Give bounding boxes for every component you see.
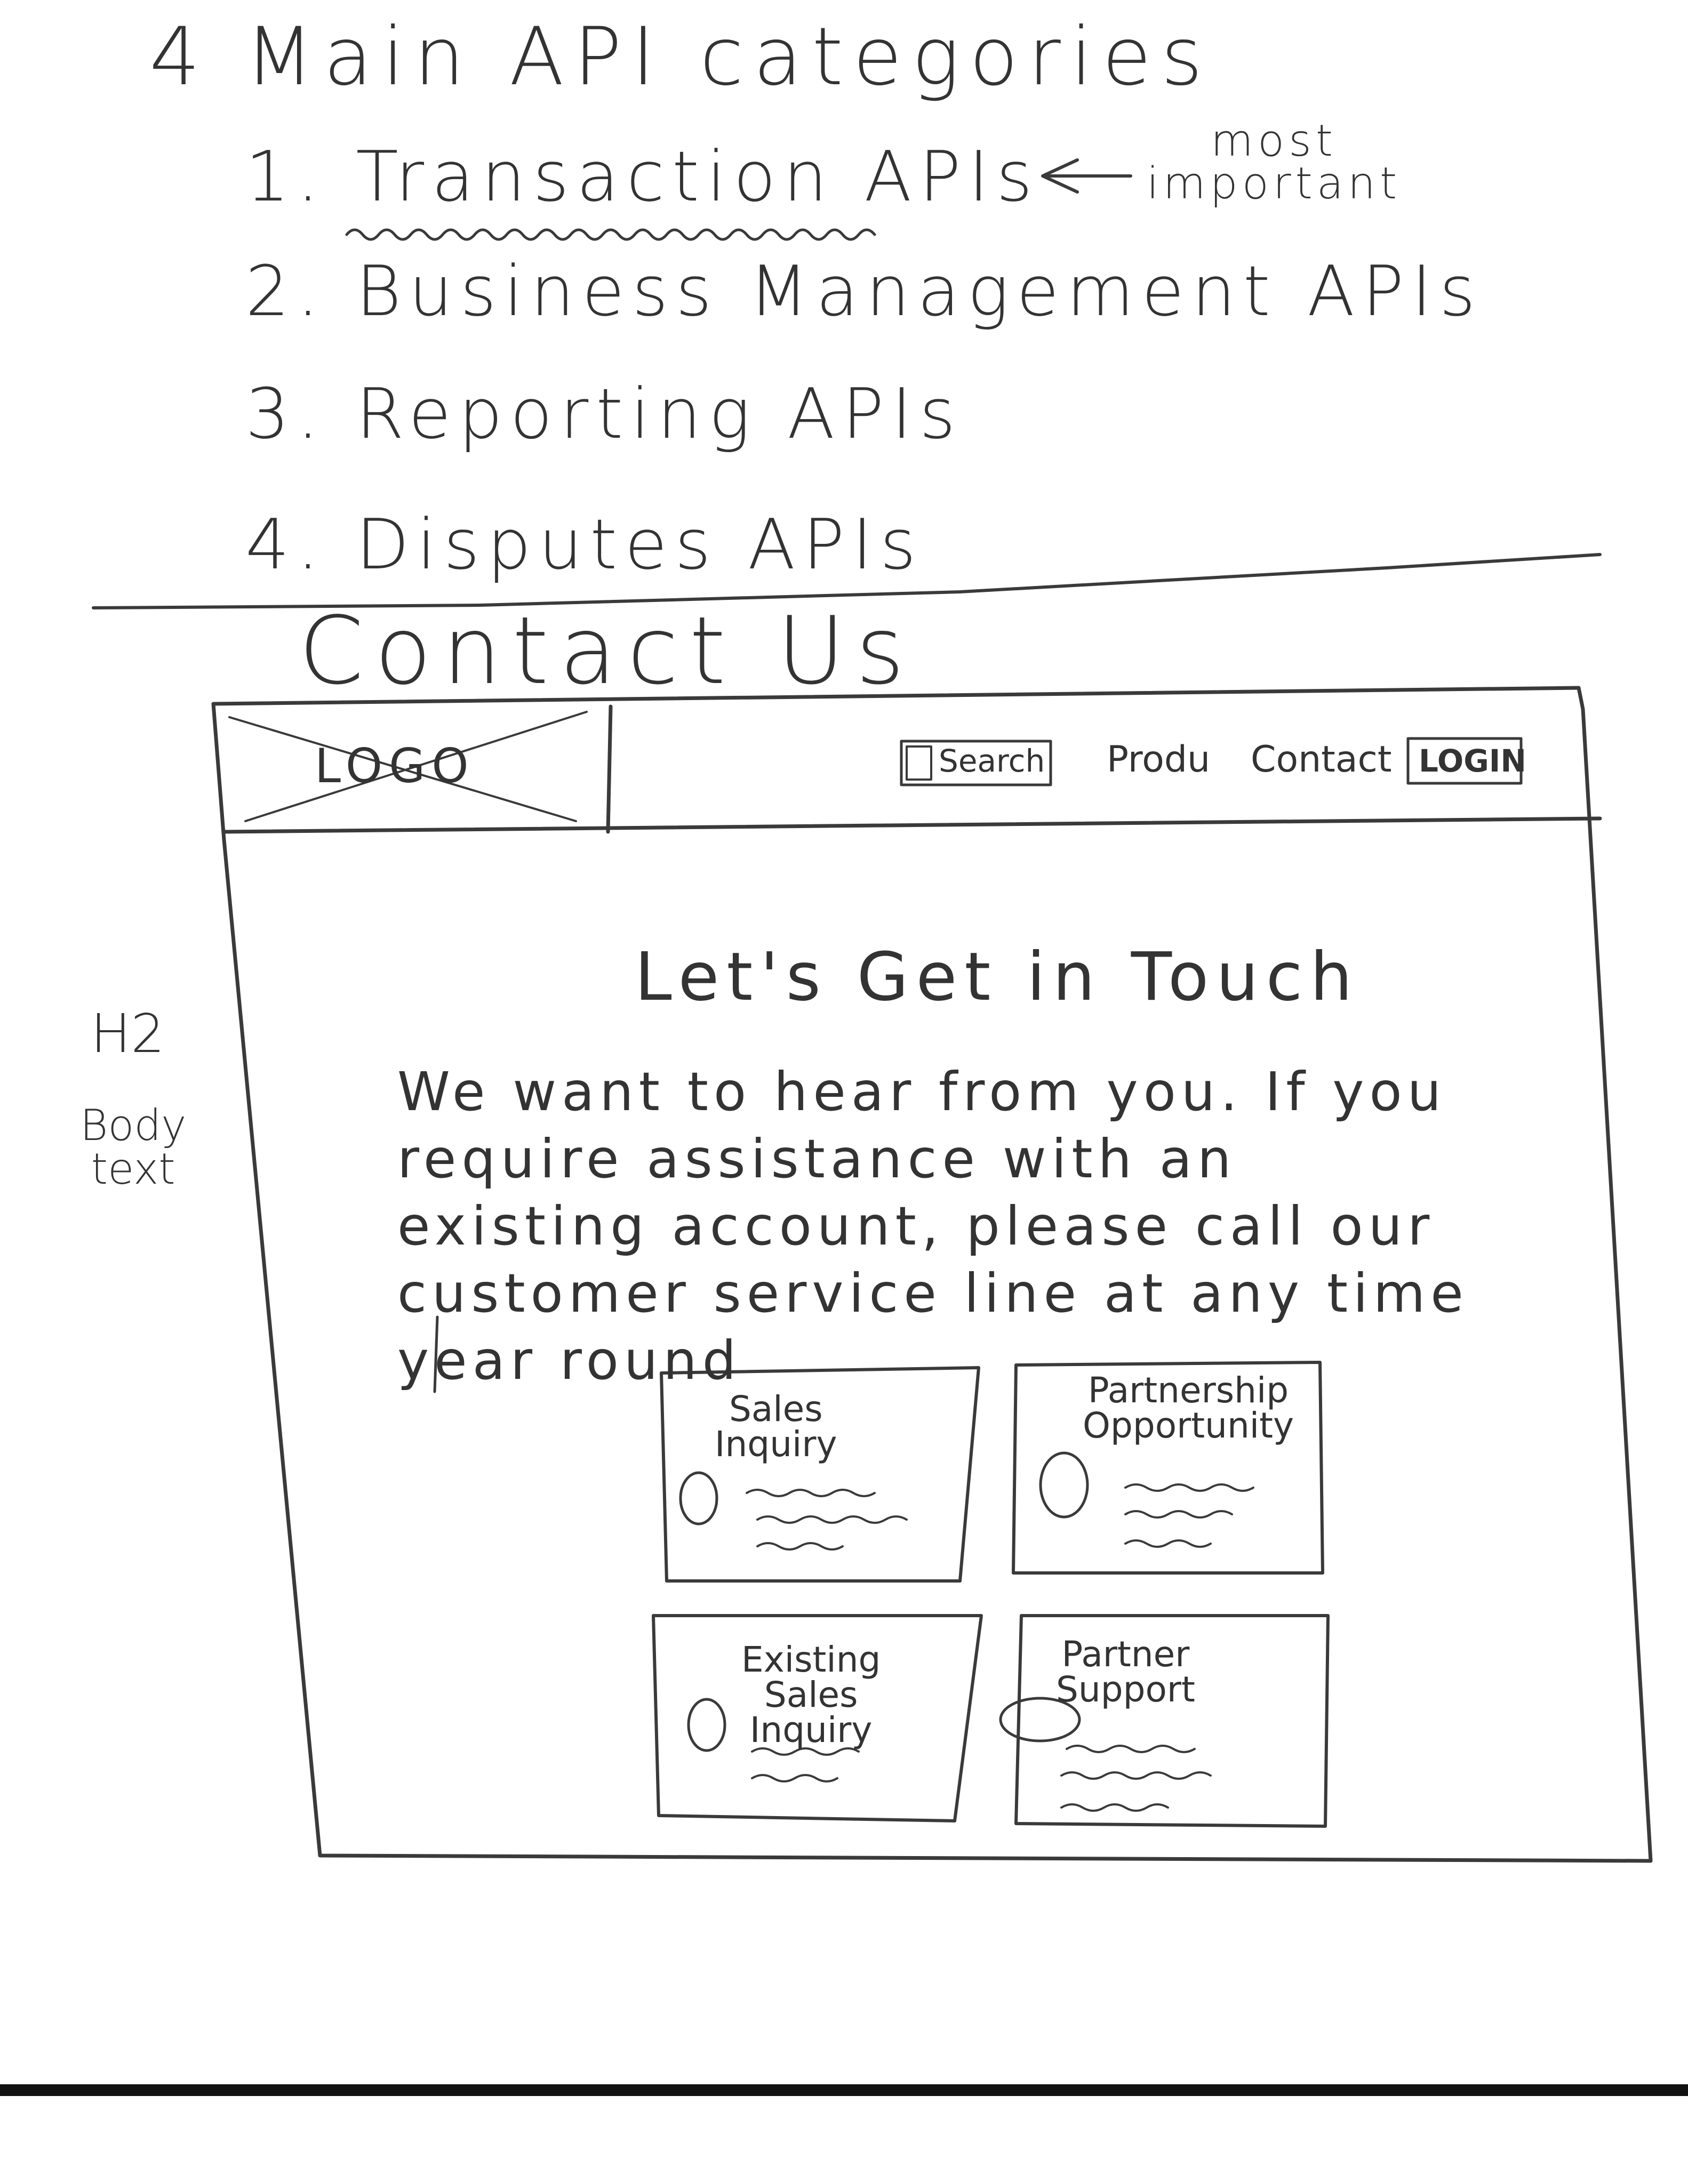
login-button[interactable]: LOGIN xyxy=(1419,743,1526,779)
card-title-line: Sales xyxy=(729,1388,823,1430)
search-icon xyxy=(906,745,932,781)
radio-icon xyxy=(1039,1451,1089,1519)
card-frame xyxy=(1014,1614,1330,1828)
logo-divider xyxy=(606,704,613,834)
card-frame xyxy=(1012,1361,1324,1575)
card-title-line: Sales xyxy=(764,1674,858,1715)
login-box xyxy=(1406,737,1523,785)
card-sales-inquiry[interactable]: Sales Inquiry xyxy=(715,1392,837,1462)
logo-placeholder-x xyxy=(228,711,588,822)
most-important-note: most important xyxy=(1147,116,1402,209)
note-line: important xyxy=(1147,158,1402,209)
radio-icon xyxy=(679,1471,718,1525)
radio-icon xyxy=(999,1697,1081,1743)
radio-icon xyxy=(687,1698,726,1752)
label-line: text xyxy=(91,1144,175,1194)
search-input[interactable]: Search xyxy=(939,743,1045,779)
page-body-text: We want to hear from you. If you require… xyxy=(397,1061,1469,1392)
nav-link-products[interactable]: Produ xyxy=(1107,738,1211,781)
margin-label-h2: H2 xyxy=(91,1002,165,1065)
underline-squiggle xyxy=(345,228,876,241)
card-frame xyxy=(660,1366,980,1583)
api-item-transaction: 1. Transaction APIs xyxy=(245,136,1040,217)
card-existing-sales-inquiry[interactable]: Existing Sales Inquiry xyxy=(741,1642,881,1748)
section-divider xyxy=(92,553,1602,609)
card-title-line: Support xyxy=(1056,1669,1195,1710)
section-title: Contact Us xyxy=(299,597,915,705)
header-divider xyxy=(222,816,1602,834)
search-box xyxy=(900,740,1052,786)
card-title-line: Partner xyxy=(1061,1634,1190,1675)
page-heading: Let's Get in Touch xyxy=(635,938,1360,1016)
browser-frame xyxy=(211,686,1653,1863)
card-frame xyxy=(652,1614,983,1822)
api-item-business-management: 2. Business Management APIs xyxy=(245,251,1483,332)
card-title-line: Opportunity xyxy=(1083,1405,1294,1446)
arrow-icon xyxy=(1041,158,1132,194)
card-partner-support[interactable]: Partner Support xyxy=(1056,1637,1195,1707)
card-title-line: Inquiry xyxy=(749,1709,873,1751)
note-line: most xyxy=(1211,116,1338,166)
card-title-line: Inquiry xyxy=(715,1424,837,1465)
api-item-disputes: 4. Disputes APIs xyxy=(245,504,924,585)
card-title-line: Existing xyxy=(741,1639,881,1680)
margin-label-body-text: Body text xyxy=(80,1104,186,1191)
label-line: Body xyxy=(80,1101,187,1150)
card-title-line: Partnership xyxy=(1087,1370,1289,1411)
card-partnership-opportunity[interactable]: Partnership Opportunity xyxy=(1083,1373,1294,1443)
nav-link-contact[interactable]: Contact xyxy=(1251,738,1392,781)
notes-heading: 4 Main API categories xyxy=(149,11,1212,103)
api-item-reporting: 3. Reporting APIs xyxy=(245,373,963,454)
logo-placeholder[interactable]: LOGO xyxy=(315,738,475,793)
